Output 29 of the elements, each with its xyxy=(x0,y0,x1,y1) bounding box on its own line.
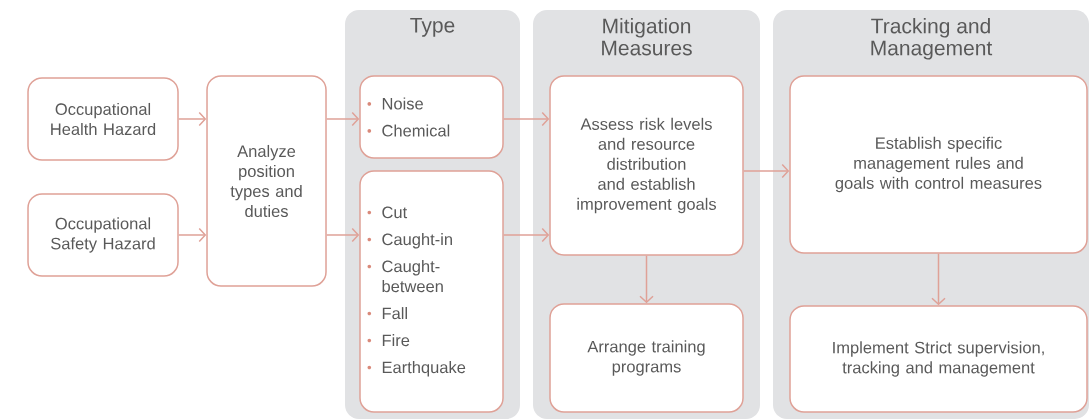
bullet-item: Fall xyxy=(367,307,407,320)
bullet-item: Noise xyxy=(367,97,423,110)
arrow xyxy=(503,111,550,127)
process-box: Occupational Health Hazard xyxy=(27,77,179,161)
process-box: Establish specific management rules and goals with control measures xyxy=(789,75,1088,254)
list-box xyxy=(359,170,504,413)
process-box: Analyze position types and duties xyxy=(206,75,327,287)
bullet-item: Caught-between xyxy=(367,260,443,293)
arrow xyxy=(326,111,360,127)
process-box: Occupational Safety Hazard xyxy=(27,193,179,277)
arrow xyxy=(503,227,550,243)
bullet-item: Earthquake xyxy=(367,361,466,377)
bullet-item: Caught-in xyxy=(367,233,452,249)
process-box: Implement Strict supervision, tracking and management xyxy=(789,305,1088,413)
arrow xyxy=(178,227,207,243)
arrow xyxy=(326,227,360,243)
process-box: Arrange training programs xyxy=(549,303,744,413)
bullet-item: Cut xyxy=(367,206,408,219)
process-box: Assess risk levels and resource distribution and establish improvement goals xyxy=(549,75,744,256)
bullet-item: Chemical xyxy=(367,124,450,137)
list-box xyxy=(359,75,504,159)
arrow xyxy=(743,163,790,179)
arrow xyxy=(639,255,654,304)
column-heading: Type xyxy=(410,18,455,37)
arrow xyxy=(178,111,207,127)
column-heading: Tracking and Management xyxy=(871,18,993,60)
arrow xyxy=(931,253,946,306)
column-heading: Mitigation Measures xyxy=(602,18,692,56)
bullet-item: Fire xyxy=(367,334,410,347)
